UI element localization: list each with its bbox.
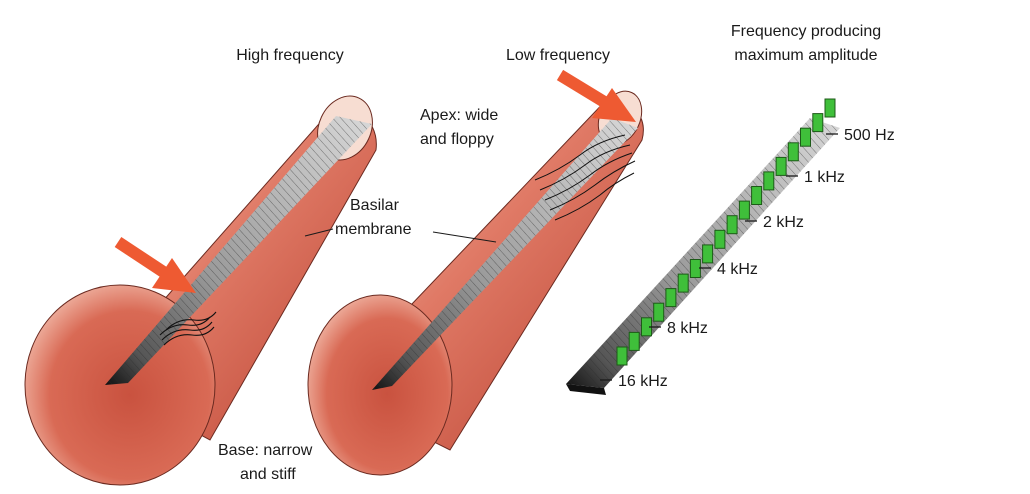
max-amplitude-marker bbox=[812, 113, 824, 133]
frequency-label: 4 kHz bbox=[717, 261, 758, 278]
label-max-amplitude-line1: Frequency producing bbox=[731, 23, 881, 40]
label-base-line2: and stiff bbox=[240, 466, 296, 483]
cone-low-frequency bbox=[307, 69, 644, 476]
max-amplitude-marker bbox=[824, 98, 836, 118]
label-basilar-line1: Basilar bbox=[350, 197, 400, 214]
frequency-label: 16 kHz bbox=[618, 373, 668, 390]
frequency-labels: 500 Hz 1 kHz 2 kHz 4 kHz 8 kHz 16 kHz bbox=[618, 127, 895, 390]
max-amplitude-marker bbox=[616, 346, 628, 366]
arrow-high-frequency bbox=[114, 236, 196, 293]
basilar-leader-right bbox=[432, 231, 497, 243]
label-high-frequency: High frequency bbox=[236, 47, 344, 64]
basilar-leader-left bbox=[304, 228, 334, 237]
label-max-amplitude-line2: maximum amplitude bbox=[734, 47, 877, 64]
max-amplitude-marker bbox=[738, 200, 750, 220]
frequency-label: 8 kHz bbox=[667, 320, 708, 337]
max-amplitude-marker bbox=[787, 142, 799, 162]
frequency-label: 1 kHz bbox=[804, 169, 845, 186]
vibration-near-apex bbox=[534, 134, 636, 221]
max-amplitude-marker bbox=[628, 331, 640, 351]
max-amplitude-marker bbox=[763, 171, 775, 191]
max-amplitude-marker bbox=[714, 229, 726, 249]
max-amplitude-marker bbox=[653, 302, 665, 322]
max-amplitude-marker bbox=[726, 215, 738, 235]
max-amplitude-marker bbox=[800, 127, 811, 147]
max-amplitude-marker bbox=[751, 186, 763, 205]
label-base-line1: Base: narrow bbox=[218, 442, 313, 459]
green-markers bbox=[616, 98, 836, 366]
max-amplitude-marker bbox=[702, 244, 714, 264]
label-apex-line2: and floppy bbox=[420, 131, 494, 148]
max-amplitude-marker bbox=[677, 273, 689, 293]
frequency-label: 2 kHz bbox=[763, 214, 804, 231]
frequency-ticks bbox=[600, 133, 838, 381]
max-amplitude-marker bbox=[775, 156, 787, 176]
frequency-label: 500 Hz bbox=[844, 127, 895, 144]
max-amplitude-marker bbox=[689, 259, 701, 278]
label-low-frequency: Low frequency bbox=[506, 47, 610, 64]
vibration-near-base bbox=[159, 311, 217, 346]
label-apex-line1: Apex: wide bbox=[420, 107, 498, 124]
uncoiled-membrane bbox=[566, 98, 840, 395]
cone-high-frequency bbox=[24, 95, 377, 486]
label-basilar-line2: membrane bbox=[335, 221, 412, 238]
arrow-low-frequency bbox=[556, 69, 636, 122]
max-amplitude-marker bbox=[665, 288, 677, 308]
